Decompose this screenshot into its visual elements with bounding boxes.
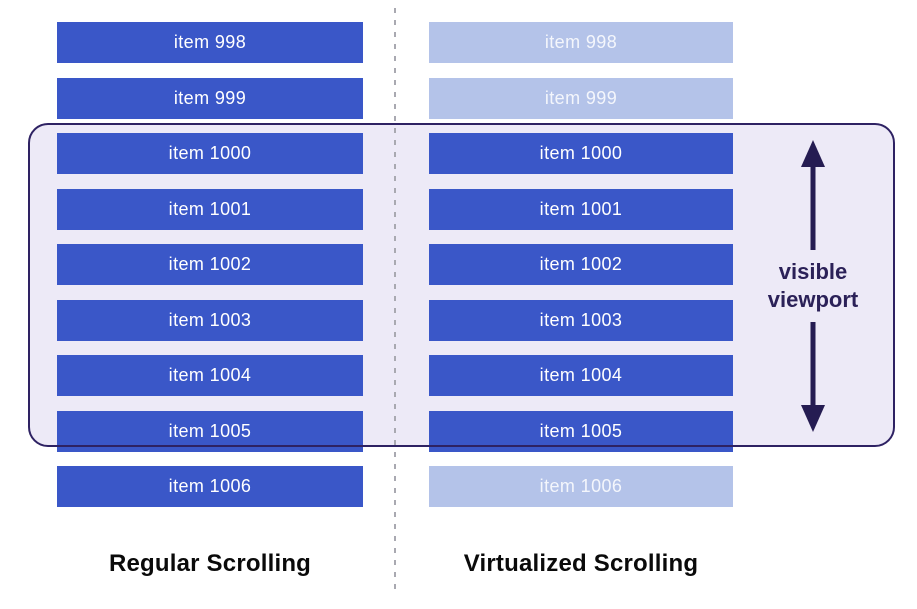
list-item: item 1000 <box>429 133 733 174</box>
list-item: item 999 <box>57 77 363 119</box>
list-item: item 1006 <box>57 466 363 507</box>
list-item: item 998 <box>429 22 733 63</box>
arrow-down-icon <box>801 322 825 432</box>
list-item: item 1002 <box>429 244 733 285</box>
viewport-label-line1: visible <box>778 259 848 284</box>
list-item: item 1000 <box>57 133 363 174</box>
virtualized-scrolling-title: Virtualized Scrolling <box>463 550 699 577</box>
virtualized-scrolling-column: item 998 item 999 item 1000 item 1001 it… <box>429 22 733 507</box>
regular-scrolling-title: Regular Scrolling <box>108 550 312 577</box>
list-item: item 999 <box>429 77 733 119</box>
list-item: item 1004 <box>57 355 363 396</box>
list-item: item 1001 <box>57 188 363 230</box>
list-item: item 1003 <box>429 299 733 341</box>
list-item: item 1002 <box>57 244 363 285</box>
viewport-label: visible viewport <box>738 258 888 314</box>
regular-scrolling-column: item 998 item 999 item 1000 item 1001 it… <box>57 22 363 507</box>
arrow-up-icon <box>801 140 825 250</box>
list-item: item 1001 <box>429 188 733 230</box>
list-item: item 1006 <box>429 466 733 507</box>
list-item: item 998 <box>57 22 363 63</box>
column-divider <box>394 8 396 590</box>
list-item: item 1004 <box>429 355 733 396</box>
list-item: item 1003 <box>57 299 363 341</box>
list-item: item 1005 <box>429 410 733 452</box>
list-item: item 1005 <box>57 410 363 452</box>
viewport-label-line2: viewport <box>767 287 859 312</box>
